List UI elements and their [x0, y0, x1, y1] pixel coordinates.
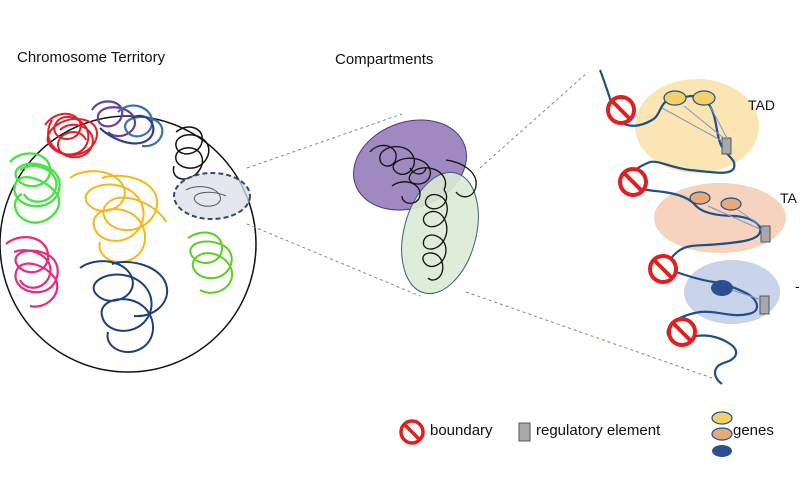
- chromosome-yellow: [69, 170, 167, 263]
- legend-boundary-icon: [399, 419, 425, 445]
- tad-label-1: TAD: [748, 97, 775, 113]
- chromosome-pink: [5, 236, 59, 308]
- tad3-elements: [711, 280, 770, 315]
- zoom-lines-2: [465, 71, 713, 379]
- compartment-chromatin: [369, 144, 477, 281]
- legend-boundary-label: boundary: [430, 422, 493, 439]
- chromosome-red: [44, 112, 98, 159]
- compartment-b: [401, 171, 479, 295]
- legend-regulatory-label: regulatory element: [536, 422, 661, 439]
- tad-label-3: -: [795, 278, 800, 294]
- chromosome-lime: [187, 231, 234, 294]
- tad-label-2: TA: [780, 190, 797, 206]
- title-chromosome-territory: Chromosome Territory: [17, 49, 166, 66]
- tad2-elements: [689, 191, 771, 243]
- highlight-region: [173, 172, 251, 220]
- zoom-lines-1: [246, 113, 421, 297]
- boundary-markers: [606, 95, 697, 347]
- boundary-icon: [618, 167, 648, 197]
- chromosome-purple: [91, 100, 164, 148]
- legend-regulatory-element-icon: [518, 422, 531, 442]
- boundary-icon: [667, 317, 697, 347]
- tad1-elements: [661, 90, 732, 155]
- chromosome-green: [9, 152, 61, 224]
- chromosome-black: [172, 126, 210, 180]
- chromosome-navy: [79, 260, 169, 353]
- legend-gene-icons: [711, 411, 733, 457]
- legend-genes-label: genes: [733, 422, 774, 439]
- title-compartments: Compartments: [335, 51, 434, 68]
- boundary-icon: [606, 95, 636, 125]
- boundary-icon: [648, 254, 678, 284]
